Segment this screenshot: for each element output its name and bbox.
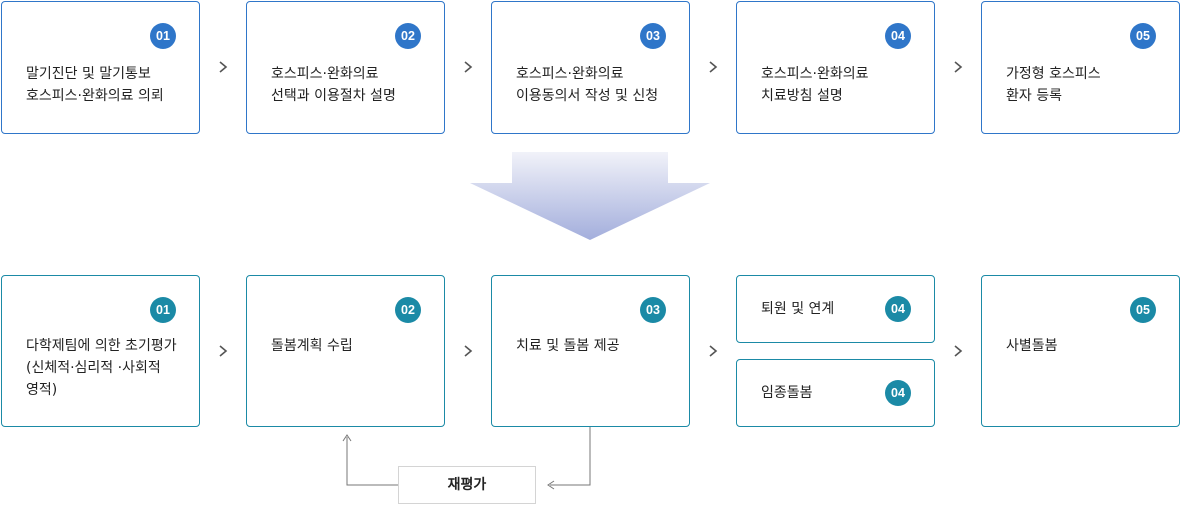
step-number-badge: 03 bbox=[640, 23, 666, 49]
step-label: 말기진단 및 말기통보 호스피스·완화의료 의뢰 bbox=[26, 66, 164, 104]
step-number-badge: 03 bbox=[640, 297, 666, 323]
step-number-badge: 05 bbox=[1130, 23, 1156, 49]
step-number-badge: 01 bbox=[150, 23, 176, 49]
chevron-right-icon bbox=[954, 61, 963, 73]
step-number-badge: 02 bbox=[395, 23, 421, 49]
bottom-step-5: 05 사별돌봄 bbox=[981, 275, 1180, 427]
step-label: 가정형 호스피스 환자 등록 bbox=[1006, 66, 1101, 104]
top-step-3: 03 호스피스·완화의료 이용동의서 작성 및 신청 bbox=[491, 1, 690, 134]
chevron-right-icon bbox=[709, 61, 718, 73]
step-label: 다학제팀에 의한 초기평가 (신체적·심리적 ·사회적 영적) bbox=[26, 338, 177, 398]
step-label: 호스피스·완화의료 치료방침 설명 bbox=[761, 66, 869, 104]
step-number-badge: 04 bbox=[885, 296, 911, 322]
step-number-badge: 01 bbox=[150, 297, 176, 323]
bottom-step-4-endoflife: 04 임종돌봄 bbox=[736, 359, 935, 427]
step-label: 임종돌봄 bbox=[761, 385, 813, 401]
bottom-step-3: 03 치료 및 돌봄 제공 bbox=[491, 275, 690, 427]
down-arrow-icon bbox=[470, 152, 710, 240]
chevron-right-icon bbox=[464, 345, 473, 357]
top-step-5: 05 가정형 호스피스 환자 등록 bbox=[981, 1, 1180, 134]
chevron-right-icon bbox=[219, 345, 228, 357]
top-step-2: 02 호스피스·완화의료 선택과 이용절차 설명 bbox=[246, 1, 445, 134]
reevaluation-box: 재평가 bbox=[398, 466, 536, 504]
step-number-badge: 05 bbox=[1130, 297, 1156, 323]
chevron-right-icon bbox=[954, 345, 963, 357]
bottom-step-2: 02 돌봄계획 수립 bbox=[246, 275, 445, 427]
step-label: 돌봄계획 수립 bbox=[271, 338, 353, 354]
step-label: 호스피스·완화의료 선택과 이용절차 설명 bbox=[271, 66, 396, 104]
bottom-step-4-discharge: 04 퇴원 및 연계 bbox=[736, 275, 935, 343]
step-number-badge: 04 bbox=[885, 380, 911, 406]
chevron-right-icon bbox=[219, 61, 228, 73]
step-label: 호스피스·완화의료 이용동의서 작성 및 신청 bbox=[516, 66, 659, 104]
chevron-right-icon bbox=[709, 345, 718, 357]
top-step-1: 01 말기진단 및 말기통보 호스피스·완화의료 의뢰 bbox=[1, 1, 200, 134]
step-label: 퇴원 및 연계 bbox=[761, 301, 835, 317]
top-step-4: 04 호스피스·완화의료 치료방침 설명 bbox=[736, 1, 935, 134]
bottom-step-1: 01 다학제팀에 의한 초기평가 (신체적·심리적 ·사회적 영적) bbox=[1, 275, 200, 427]
step-number-badge: 04 bbox=[885, 23, 911, 49]
step-number-badge: 02 bbox=[395, 297, 421, 323]
step-label: 사별돌봄 bbox=[1006, 338, 1058, 354]
step-label: 치료 및 돌봄 제공 bbox=[516, 338, 620, 354]
chevron-right-icon bbox=[464, 61, 473, 73]
